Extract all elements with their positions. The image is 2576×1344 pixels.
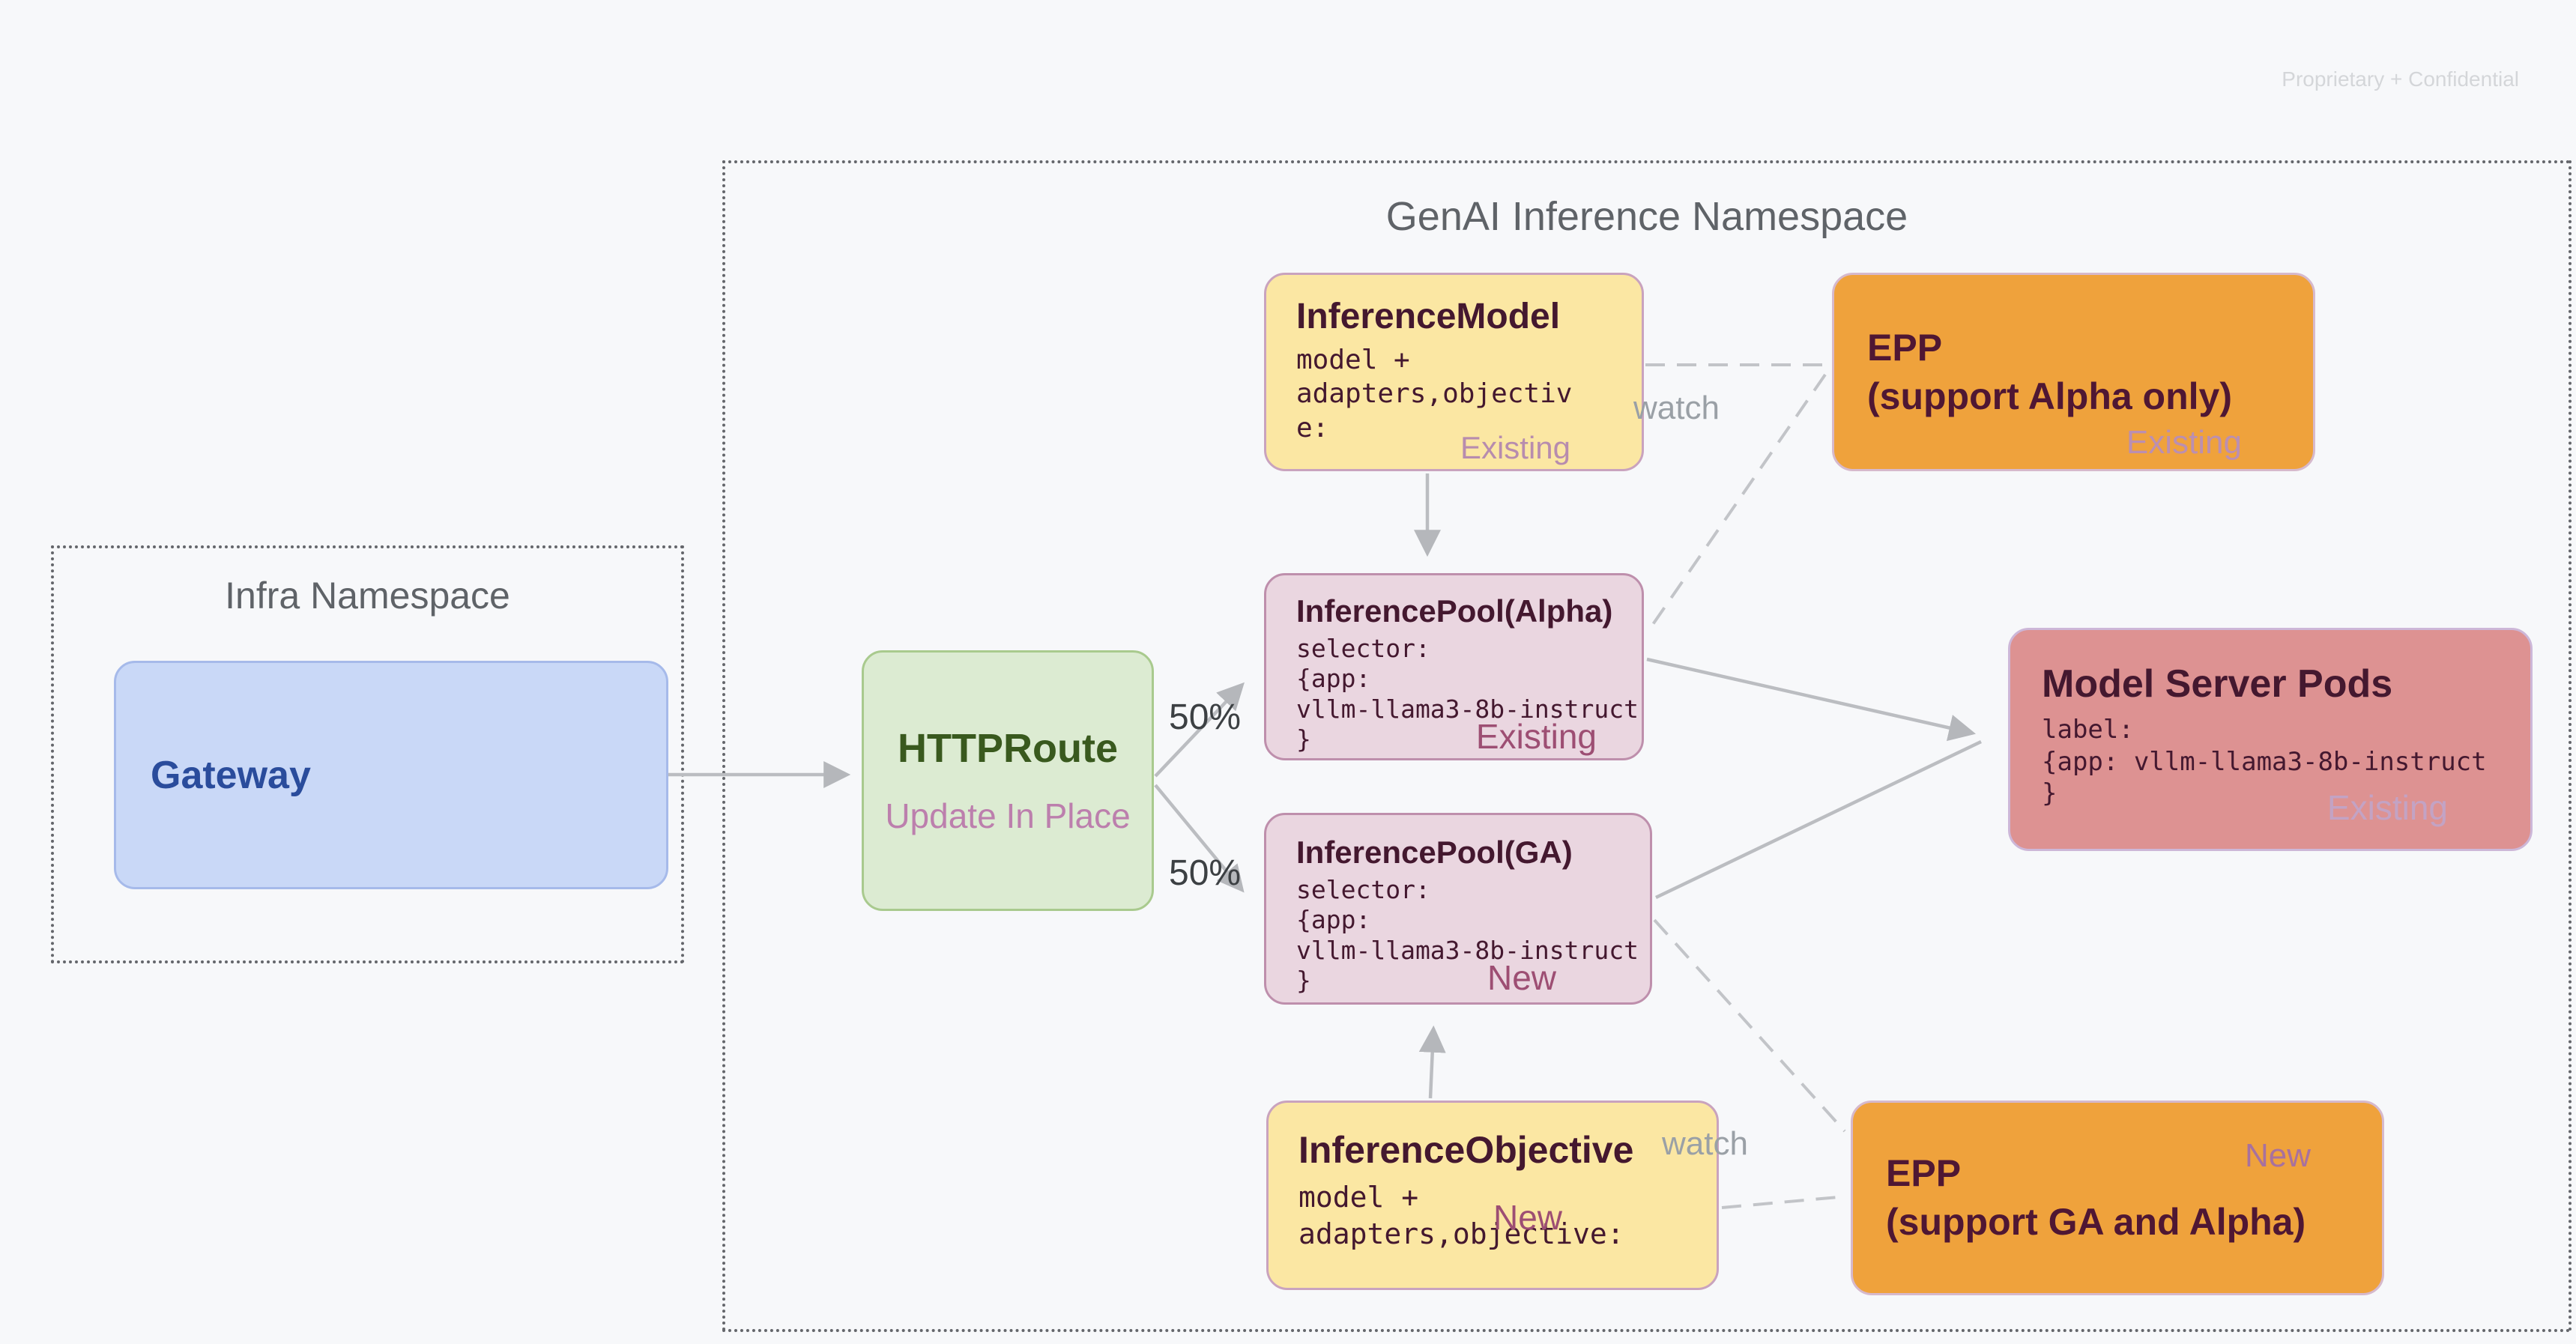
inference-model-node: InferenceModel model + adapters,objectiv…: [1264, 273, 1644, 471]
inference-objective-title: InferenceObjective: [1298, 1129, 1634, 1171]
gateway-node: Gateway: [114, 661, 668, 889]
httproute-subtitle: Update In Place: [885, 796, 1131, 835]
traffic-split-label-bottom: 50%: [1169, 853, 1242, 893]
inference-pool-alpha-code: selector: {app: vllm-llama3-8b-instruct …: [1296, 634, 1639, 754]
model-server-pods-code: label: {app: vllm-llama3-8b-instruct }: [2042, 715, 2487, 808]
inference-pool-alpha-title: InferencePool(Alpha): [1296, 593, 1613, 629]
genai-namespace-title: GenAI Inference Namespace: [1385, 194, 1908, 239]
inference-model-title: InferenceModel: [1296, 297, 1561, 336]
edge-httproute-pool-alpha: [1154, 682, 1245, 778]
epp-alpha-title: EPP (support Alpha only): [1867, 326, 2232, 417]
epp-ga-node: EPP (support GA and Alpha) New: [1851, 1101, 2384, 1295]
model-server-pods-status: Existing: [2326, 788, 2448, 827]
infra-namespace-title: Infra Namespace: [225, 575, 510, 617]
infra-namespace-box: Infra Namespace: [51, 545, 684, 963]
edge-watch-pool-ga-epp: [1653, 918, 1846, 1133]
inference-pool-alpha-status: Existing: [1475, 717, 1597, 756]
epp-ga-title: EPP (support GA and Alpha): [1886, 1152, 2306, 1243]
genai-namespace-box: GenAI Inference Namespace: [722, 160, 2572, 1332]
inference-model-code: model + adapters,objectiv e:: [1296, 345, 1573, 444]
model-server-pods-title: Model Server Pods: [2042, 662, 2393, 706]
httproute-node: HTTPRoute Update In Place: [862, 650, 1154, 911]
epp-alpha-status: Existing: [2126, 424, 2242, 461]
inference-objective-code: model + adapters,objective:: [1298, 1181, 1624, 1251]
confidential-note: Proprietary + Confidential: [2282, 67, 2519, 91]
watch-label-top: watch: [1633, 390, 1720, 426]
inference-pool-alpha-node: InferencePool(Alpha) selector: {app: vll…: [1264, 573, 1644, 760]
inference-model-status: Existing: [1460, 430, 1570, 465]
inference-pool-ga-node: InferencePool(GA) selector: {app: vllm-l…: [1264, 813, 1652, 1005]
epp-ga-status: New: [2244, 1137, 2311, 1174]
edge-pool-alpha-pods: [1646, 657, 1977, 742]
inference-pool-ga-code: selector: {app: vllm-llama3-8b-instruct …: [1296, 875, 1639, 995]
inference-pool-ga-status: New: [1487, 958, 1556, 997]
edge-httproute-pool-ga: [1154, 784, 1245, 893]
edge-pool-ga-pods: [1655, 739, 1982, 900]
traffic-split-label-top: 50%: [1169, 697, 1242, 737]
edge-watch-epp-pool-alpha: [1645, 373, 1827, 635]
inference-pool-ga-title: InferencePool(GA): [1296, 835, 1573, 870]
httproute-title: HTTPRoute: [898, 726, 1118, 771]
watch-label-bottom: watch: [1662, 1125, 1748, 1162]
inference-objective-node: InferenceObjective model + adapters,obje…: [1266, 1101, 1719, 1290]
edge-inferenceobjective-pool-ga: [1418, 1025, 1446, 1099]
edge-watch-inferenceobjective-epp: [1721, 1195, 1847, 1209]
inference-objective-status: New: [1493, 1198, 1563, 1237]
model-server-pods-node: Model Server Pods label: {app: vllm-llam…: [2008, 628, 2533, 851]
epp-alpha-node: EPP (support Alpha only) Existing: [1832, 273, 2315, 471]
gateway-title: Gateway: [151, 753, 311, 797]
